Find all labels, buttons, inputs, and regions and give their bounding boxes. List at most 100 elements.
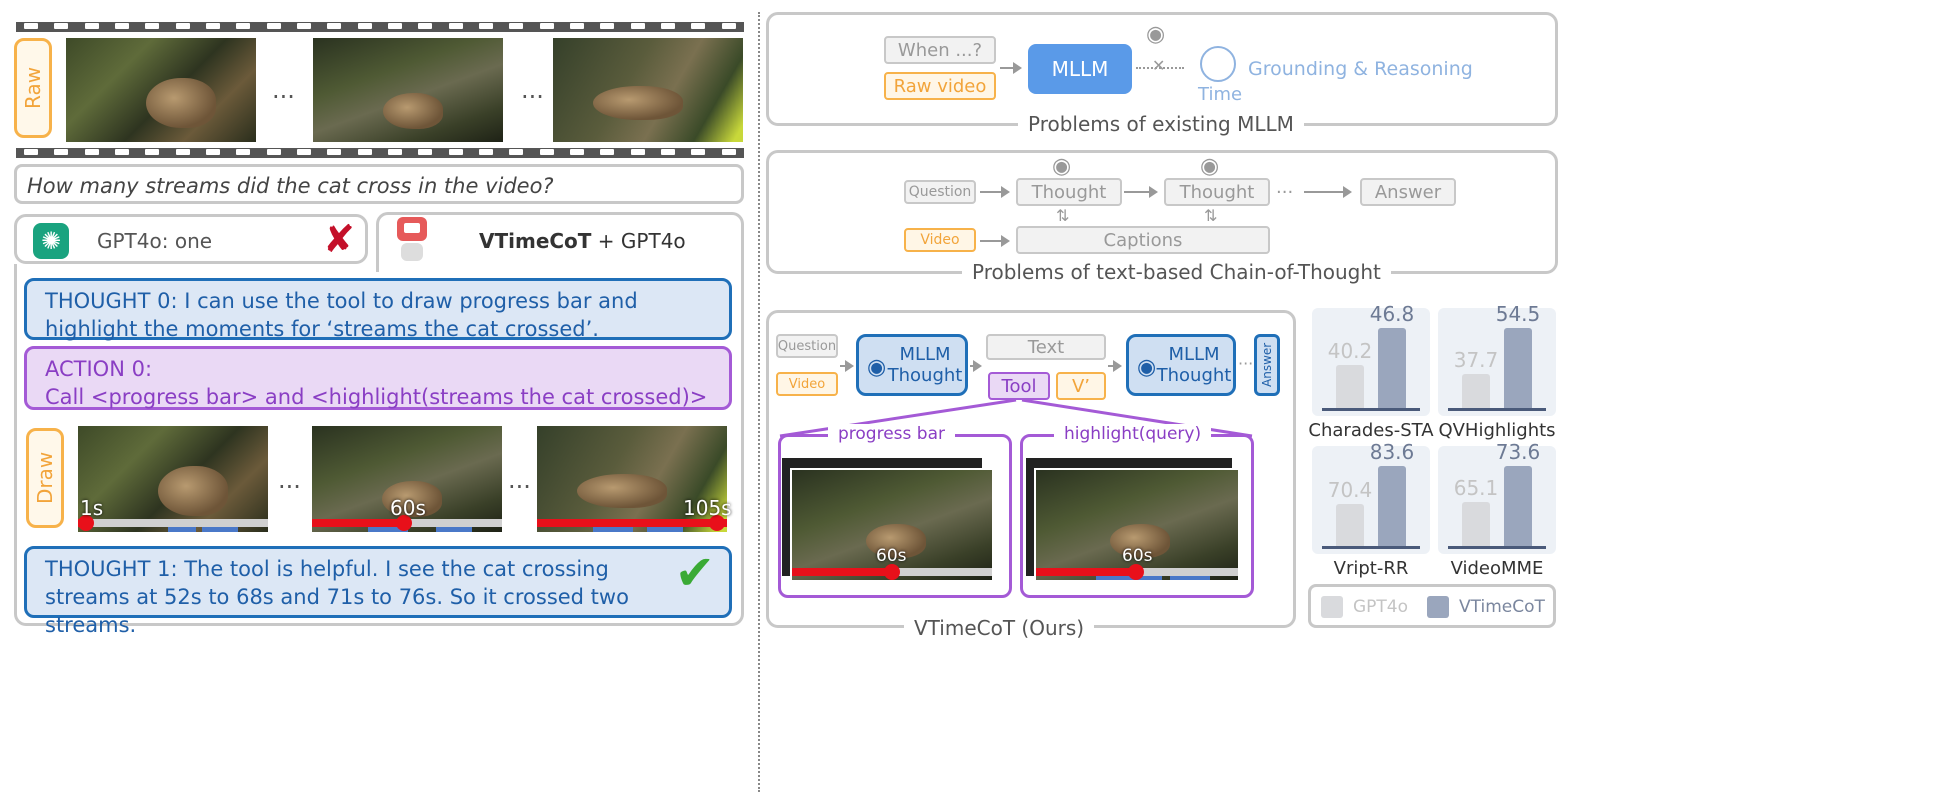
thought-box: Thought bbox=[1016, 178, 1122, 206]
draw-frame-1: 1s bbox=[78, 426, 268, 532]
tool-connector bbox=[779, 398, 1253, 438]
time-label: 60s bbox=[876, 546, 907, 566]
when-box: When ...? bbox=[884, 36, 996, 64]
mllm-box: MLLM bbox=[1028, 44, 1132, 94]
eye-crossed-icon: ◉ bbox=[1146, 22, 1166, 47]
legend-swatch-gpt4o bbox=[1321, 596, 1343, 618]
bar-gpt4o bbox=[1336, 365, 1364, 408]
chart-category-label: QVHighlights bbox=[1438, 420, 1556, 441]
text-cot-panel bbox=[766, 150, 1558, 274]
progress-dot bbox=[1128, 564, 1144, 580]
time-text: Time bbox=[1198, 84, 1243, 105]
chart-axis bbox=[1322, 408, 1420, 411]
cross-icon: ✘ bbox=[323, 217, 355, 261]
arrow bbox=[1000, 62, 1022, 74]
thought-1: THOUGHT 1: The tool is helpful. I see th… bbox=[24, 545, 732, 637]
arrow bbox=[970, 360, 982, 372]
eye-icon: ◉ bbox=[1137, 355, 1157, 380]
vprime-box: V’ bbox=[1056, 372, 1106, 400]
time-label: 60s bbox=[1122, 546, 1153, 566]
tool-box: Tool bbox=[988, 372, 1050, 400]
bar-value-label: 37.7 bbox=[1453, 347, 1499, 372]
action-0-title: ACTION 0: bbox=[45, 357, 153, 381]
progress-bar-label: progress bar bbox=[828, 424, 955, 444]
eye-crossed-icon: ◉ bbox=[1200, 154, 1220, 179]
arrow bbox=[980, 186, 1010, 198]
thought-0: THOUGHT 0: I can use the tool to draw pr… bbox=[24, 278, 732, 341]
action-0-text: Call <progress bar> and <highlight(strea… bbox=[45, 385, 708, 409]
dotted-arrow bbox=[1136, 67, 1184, 69]
ellipsis: ... bbox=[272, 76, 295, 104]
eye-crossed-icon: ◉ bbox=[1052, 154, 1072, 179]
bar-vtimecot bbox=[1378, 466, 1406, 546]
chart-axis bbox=[1322, 546, 1420, 549]
cross-mark-icon: ✕ bbox=[1152, 56, 1166, 75]
gpt-answer-text: GPT4o: one bbox=[97, 229, 213, 253]
dots: ··· bbox=[1276, 182, 1294, 203]
chart-category-label: Vript-RR bbox=[1333, 558, 1409, 579]
thought-1-text: THOUGHT 1: The tool is helpful. I see th… bbox=[45, 557, 629, 637]
bar-gpt4o bbox=[1462, 502, 1490, 546]
bar-value-label: 40.2 bbox=[1327, 339, 1373, 364]
bar-gpt4o bbox=[1462, 373, 1490, 408]
time-label: 60s bbox=[390, 496, 426, 520]
question-text: How many streams did the cat cross in th… bbox=[27, 174, 554, 198]
chart-legend: GPT4o VTimeCoT bbox=[1308, 584, 1556, 628]
vtimecot-title: VTimeCoT + GPT4o bbox=[479, 229, 686, 253]
answer-box: Answer bbox=[1360, 178, 1456, 206]
bar-value-label: 70.4 bbox=[1327, 478, 1373, 503]
raw-frame-3 bbox=[553, 38, 743, 142]
question-box: Question bbox=[904, 180, 976, 204]
thought-box: Thought bbox=[1164, 178, 1270, 206]
progress-dot bbox=[396, 515, 412, 531]
arrow bbox=[1108, 360, 1122, 372]
arrow bbox=[840, 360, 854, 372]
captions-box: Captions bbox=[1016, 226, 1270, 254]
bar-value-label: 73.6 bbox=[1495, 440, 1541, 464]
ellipsis: ... bbox=[278, 466, 301, 494]
bar-value-label: 54.5 bbox=[1495, 302, 1541, 326]
progress-dot bbox=[884, 564, 900, 580]
arrow bbox=[980, 235, 1010, 247]
ellipsis: ... bbox=[521, 76, 544, 104]
check-icon: ✔ bbox=[674, 545, 715, 601]
dots: ··· bbox=[1238, 354, 1254, 373]
chart-panel: 65.1 73.6 bbox=[1438, 440, 1556, 554]
question-box: Question bbox=[776, 334, 838, 358]
legend-swatch-vtimecot bbox=[1427, 596, 1449, 618]
bar-gpt4o bbox=[1336, 504, 1364, 546]
chart-panel: 40.2 46.8 bbox=[1312, 302, 1430, 416]
raw-frame-2 bbox=[313, 38, 503, 142]
panel-caption: Problems of text-based Chain-of-Thought bbox=[962, 260, 1391, 284]
vtimecot-header: VTimeCoT + GPT4o bbox=[376, 212, 744, 272]
action-0: ACTION 0: Call <progress bar> and <highl… bbox=[24, 346, 732, 410]
bar-value-label: 46.8 bbox=[1369, 302, 1415, 326]
progress-dot bbox=[709, 515, 725, 531]
draw-label: Draw bbox=[26, 428, 64, 528]
legend-label-gpt4o: GPT4o bbox=[1353, 597, 1409, 617]
arrow bbox=[1124, 186, 1158, 198]
question-box: How many streams did the cat cross in th… bbox=[14, 164, 744, 204]
robot-icon bbox=[391, 215, 431, 261]
bar-value-label: 83.6 bbox=[1369, 440, 1415, 464]
chart-category-label: VideoMME bbox=[1450, 558, 1544, 579]
openai-logo-icon: ✺ bbox=[33, 223, 69, 259]
highlight-label: highlight(query) bbox=[1054, 424, 1212, 444]
video-box: Video bbox=[904, 228, 976, 252]
bar-value-label: 65.1 bbox=[1453, 476, 1499, 501]
arrow bbox=[1304, 186, 1352, 198]
raw-label: Raw bbox=[14, 38, 52, 138]
bar-vtimecot bbox=[1504, 466, 1532, 546]
draw-frame-3: 105s bbox=[537, 426, 732, 532]
raw-video-box: Raw video bbox=[884, 72, 996, 100]
grounding-text: Grounding & Reasoning bbox=[1248, 58, 1473, 80]
draw-frame-2: 60s bbox=[312, 426, 502, 532]
panel-caption: VTimeCoT (Ours) bbox=[904, 616, 1095, 640]
cycle-icon: ⇅ bbox=[1204, 206, 1218, 225]
bar-vtimecot bbox=[1504, 328, 1532, 408]
progress-dot bbox=[78, 515, 94, 531]
progress-frame: 60s bbox=[790, 468, 994, 582]
time-label: 105s bbox=[683, 496, 732, 520]
